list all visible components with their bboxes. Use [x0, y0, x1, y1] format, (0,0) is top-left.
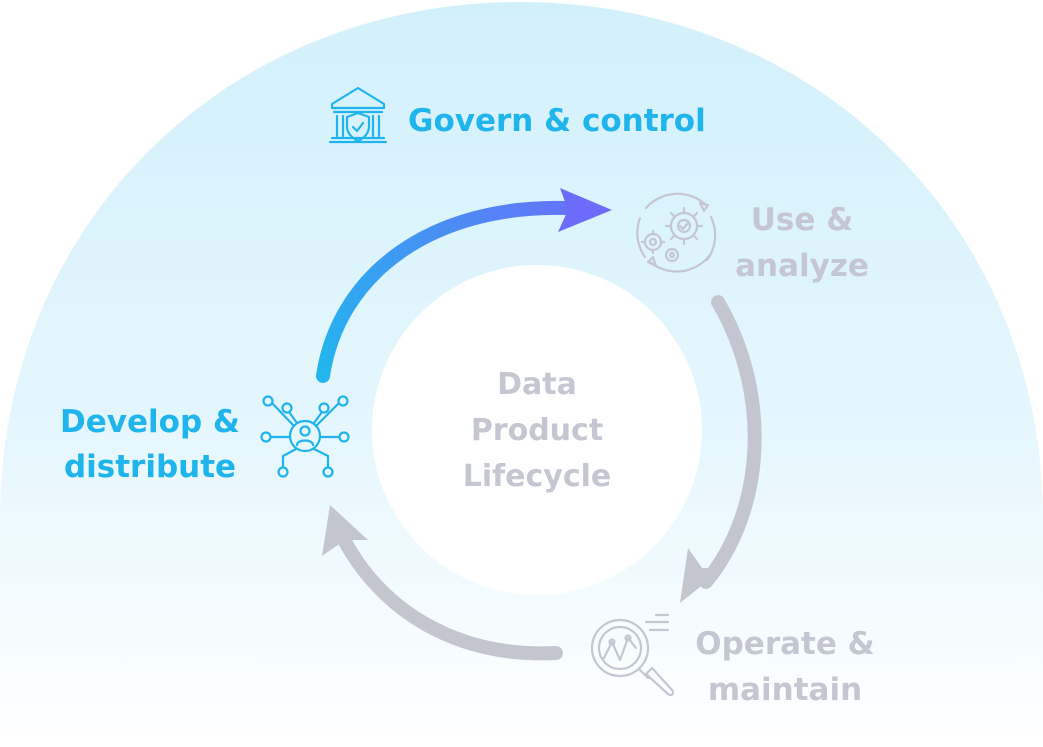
center-title-line-2: Product: [471, 413, 603, 448]
bank-shield-icon: [328, 86, 388, 144]
use-label-line-2: analyze: [735, 248, 869, 284]
develop-label-line-1: Develop &: [60, 404, 240, 440]
center-title-line-1: Data: [497, 367, 577, 402]
operate-label-line-2: maintain: [708, 672, 862, 708]
arrow-develop-to-use: [316, 188, 612, 383]
center-title-line-3: Lifecycle: [463, 459, 612, 494]
arrow-operate-to-develop: [322, 505, 563, 661]
center-circle: [372, 265, 702, 595]
govern-label: Govern & control: [408, 103, 706, 139]
operate-label-line-1: Operate &: [695, 626, 874, 662]
gears-icon: [636, 192, 717, 273]
network-user-icon: [260, 395, 350, 478]
arrow-use-to-operate: [680, 295, 762, 603]
develop-label-line-2: distribute: [64, 449, 236, 485]
use-label-line-1: Use &: [751, 202, 853, 238]
magnifier-chart-icon: [590, 613, 675, 697]
